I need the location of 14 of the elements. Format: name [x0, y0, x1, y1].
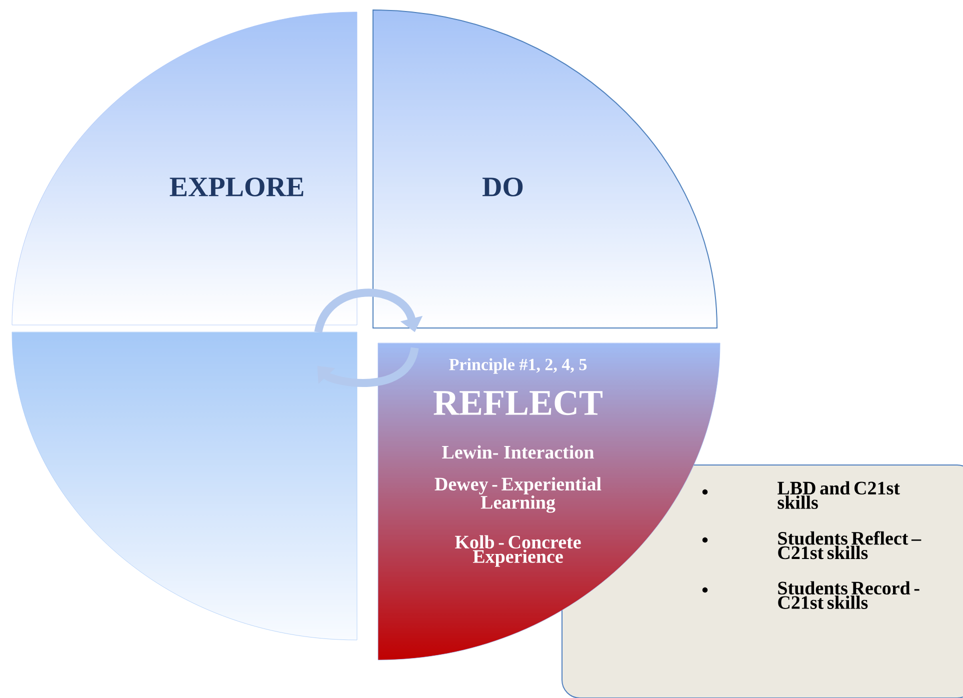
quadrant-sector [12, 12, 358, 326]
bullet-text: Students Record - C21st skills [778, 581, 920, 609]
quadrant-label: Dewey - Experiential Learning [434, 477, 602, 513]
curved-arrow [317, 346, 419, 387]
quadrant-label: Principle #1, 2, 4, 5 [449, 358, 587, 374]
quadrant-label: REFLECT [434, 390, 602, 416]
quadrant-sector [12, 332, 358, 640]
quadrant-label: Lewin- Interaction [442, 445, 594, 459]
quadrant-label: DO [482, 178, 523, 196]
bullet-text: Students Reflect – C21st skills [778, 531, 922, 560]
quadrant-label: EXPLORE [170, 178, 304, 196]
quadrant-sector [372, 10, 718, 328]
quadrant-label: Kolb - Concrete Experience [455, 535, 581, 567]
bullet-text: LBD and C21st skills [778, 481, 900, 509]
